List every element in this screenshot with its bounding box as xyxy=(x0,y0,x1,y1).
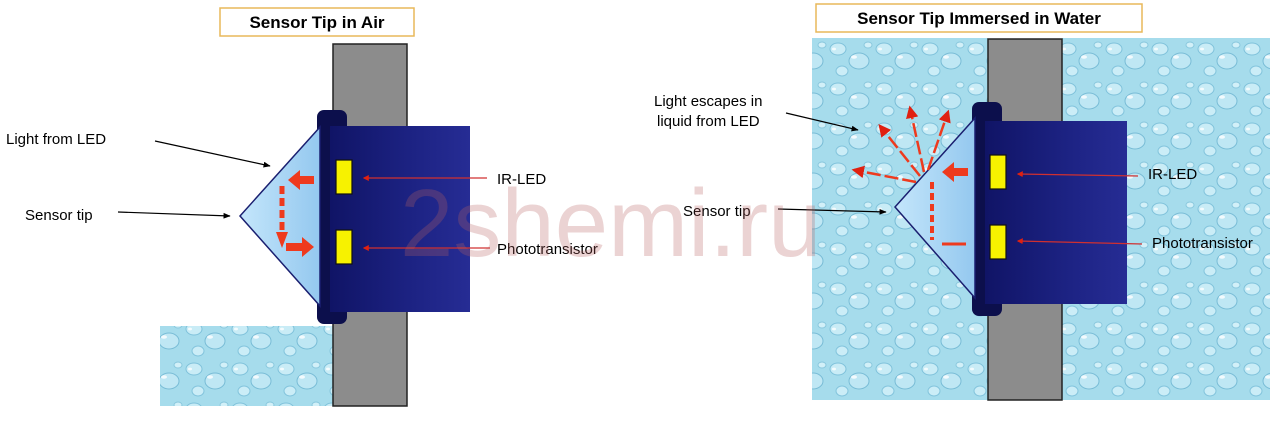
right-phototransistor xyxy=(989,224,1007,260)
left-label-photo: Phototransistor xyxy=(497,241,598,258)
right-sensor-housing xyxy=(985,121,1127,304)
left-panel: Light from LED Sensor tip IR-LED Phototr… xyxy=(6,7,598,407)
left-water-area xyxy=(160,326,338,406)
left-panel-title: Sensor Tip in Air xyxy=(249,13,384,32)
left-light-arrow-from-led xyxy=(288,170,314,190)
right-escape-ray-1 xyxy=(878,124,921,177)
right-pointer-led xyxy=(1016,171,1139,178)
right-sensor-tip xyxy=(893,116,976,300)
left-pointer-tip xyxy=(117,211,231,219)
left-light-arrow-down xyxy=(276,232,288,248)
right-panel: Light escapes in liquid from LED Sensor … xyxy=(654,3,1270,401)
right-ir-led xyxy=(989,154,1007,190)
left-phototransistor xyxy=(335,229,353,265)
right-escape-ray-2 xyxy=(906,105,926,173)
left-label-led: IR-LED xyxy=(497,171,546,188)
right-light-arrow-from-led xyxy=(942,162,968,182)
right-panel-title: Sensor Tip Immersed in Water xyxy=(857,9,1101,28)
right-label-photo: Phototransistor xyxy=(1152,235,1253,252)
left-label-tip: Sensor tip xyxy=(25,207,93,224)
left-light-arrow-to-detector xyxy=(286,237,314,257)
left-label-light: Light from LED xyxy=(6,131,106,148)
right-title-box xyxy=(815,3,1143,33)
right-pointer-light xyxy=(785,112,859,132)
left-sensor-housing xyxy=(330,126,470,312)
right-escape-ray-3 xyxy=(926,109,951,171)
left-title-box xyxy=(219,7,415,37)
watermark: 2shemi.ru xyxy=(400,170,822,277)
left-ir-led xyxy=(335,159,353,195)
right-pointer-tip xyxy=(777,208,887,215)
right-escape-ray-4 xyxy=(851,165,917,184)
right-label-light-line2: liquid from LED xyxy=(657,113,760,130)
right-label-led: IR-LED xyxy=(1148,166,1197,183)
right-label-tip: Sensor tip xyxy=(683,203,751,220)
right-pointer-photo xyxy=(1016,238,1143,245)
left-pointer-light xyxy=(154,140,271,168)
right-label-light-line1: Light escapes in xyxy=(654,93,762,110)
